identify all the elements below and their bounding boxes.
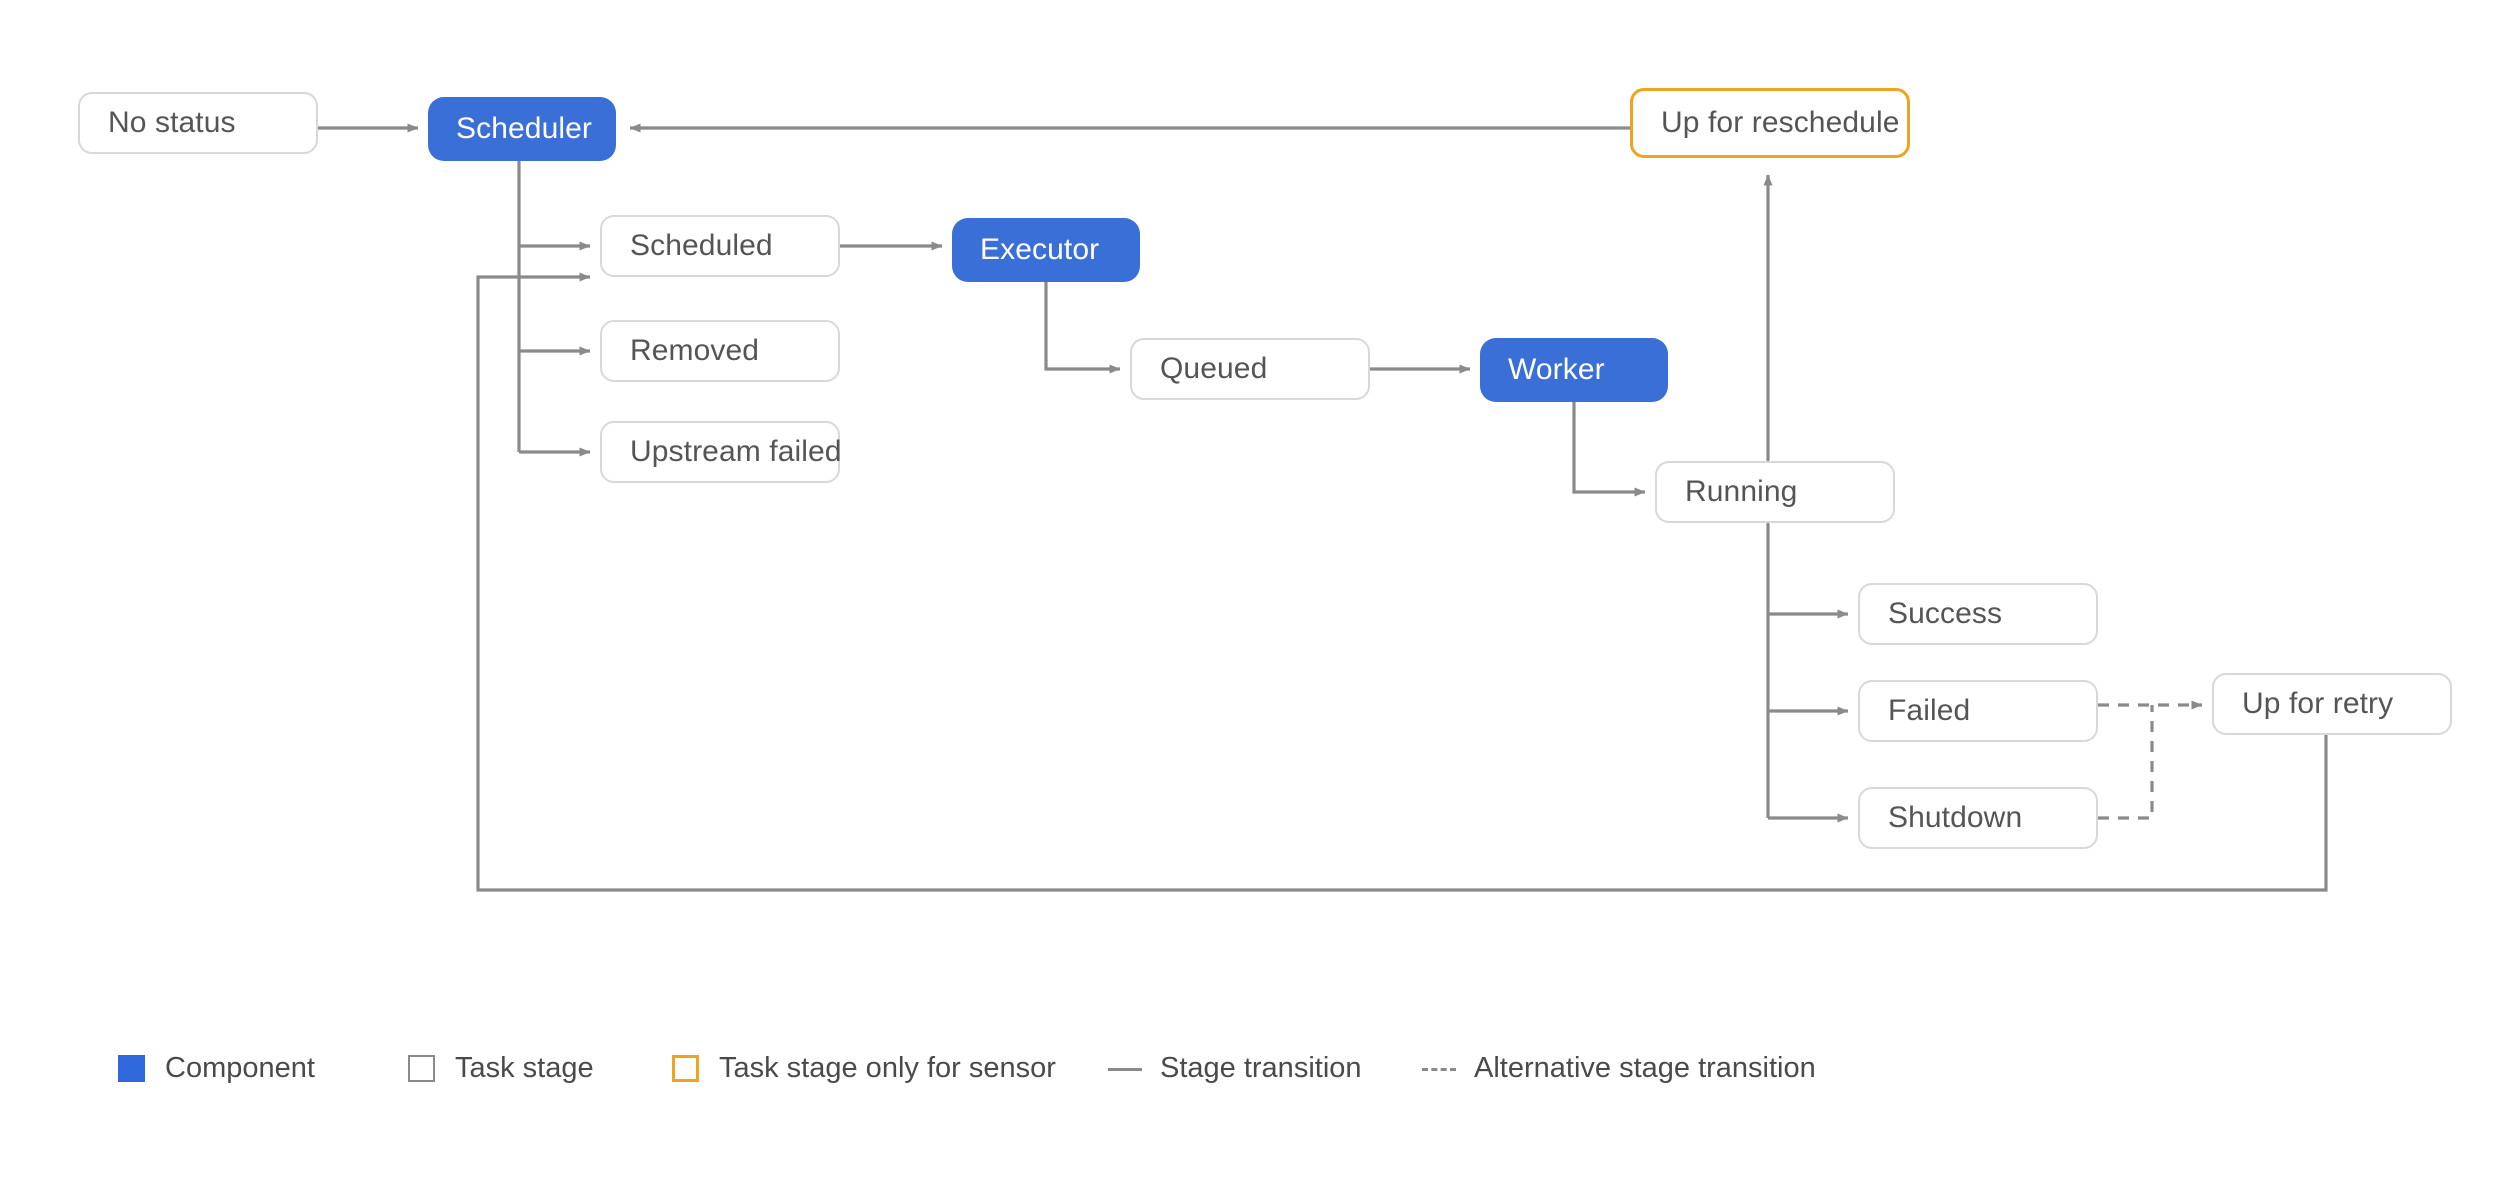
node-label: Executor xyxy=(980,233,1100,266)
node-shutdown[interactable]: Shutdown xyxy=(1858,787,2098,849)
filled-blue-swatch-icon xyxy=(118,1055,145,1082)
legend-label: Alternative stage transition xyxy=(1474,1052,1816,1084)
node-executor[interactable]: Executor xyxy=(952,218,1140,282)
node-failed[interactable]: Failed xyxy=(1858,680,2098,742)
node-scheduled[interactable]: Scheduled xyxy=(600,215,840,277)
node-queued[interactable]: Queued xyxy=(1130,338,1370,400)
node-up-for-reschedule[interactable]: Up for reschedule xyxy=(1630,88,1910,158)
node-label: Up for retry xyxy=(2242,687,2394,720)
legend-label: Component xyxy=(165,1052,315,1084)
node-label: Scheduled xyxy=(630,229,773,262)
edge-executor-to-queued xyxy=(1044,282,1121,374)
dashed-line-icon xyxy=(1422,1059,1456,1079)
legend-label: Task stage only for sensor xyxy=(719,1052,1056,1084)
node-label: Scheduler xyxy=(456,112,592,145)
node-no-status[interactable]: No status xyxy=(78,92,318,154)
outline-gray-swatch-icon xyxy=(408,1055,435,1082)
legend-label: Task stage xyxy=(455,1052,594,1084)
node-upstream-failed[interactable]: Upstream failed xyxy=(600,421,842,483)
node-up-for-retry[interactable]: Up for retry xyxy=(2212,673,2452,735)
node-label: Up for reschedule xyxy=(1661,106,1900,139)
legend-item-component: Component xyxy=(118,1052,315,1085)
outline-orange-swatch-icon xyxy=(672,1055,699,1082)
node-label: Removed xyxy=(630,334,760,367)
node-label: Queued xyxy=(1160,352,1268,385)
node-removed[interactable]: Removed xyxy=(600,320,840,382)
solid-line-icon xyxy=(1108,1059,1142,1079)
node-success[interactable]: Success xyxy=(1858,583,2098,645)
node-worker[interactable]: Worker xyxy=(1480,338,1668,402)
node-label: Success xyxy=(1888,597,2003,630)
node-running[interactable]: Running xyxy=(1655,461,1895,523)
legend-item-task-stage: Task stage xyxy=(408,1052,594,1085)
legend-item-alt-transition: Alternative stage transition xyxy=(1422,1052,1816,1085)
diagram-legend: Component Task stage Task stage only for s… xyxy=(0,1020,2510,1130)
legend-label: Stage transition xyxy=(1160,1052,1362,1084)
edge-worker-to-running xyxy=(1572,402,1646,497)
node-label: Shutdown xyxy=(1888,801,2023,834)
node-scheduler[interactable]: Scheduler xyxy=(428,97,616,161)
legend-item-sensor-stage: Task stage only for sensor xyxy=(672,1052,1056,1085)
edge-up-for-retry-to-scheduled xyxy=(476,272,2328,892)
node-label: No status xyxy=(108,106,236,139)
node-label: Worker xyxy=(1508,353,1605,386)
node-label: Running xyxy=(1685,475,1798,508)
edge-shutdown-to-up-for-retry xyxy=(2098,705,2154,820)
legend-item-stage-transition: Stage transition xyxy=(1108,1052,1362,1085)
node-label: Upstream failed xyxy=(630,435,842,468)
node-label: Failed xyxy=(1888,694,1971,727)
